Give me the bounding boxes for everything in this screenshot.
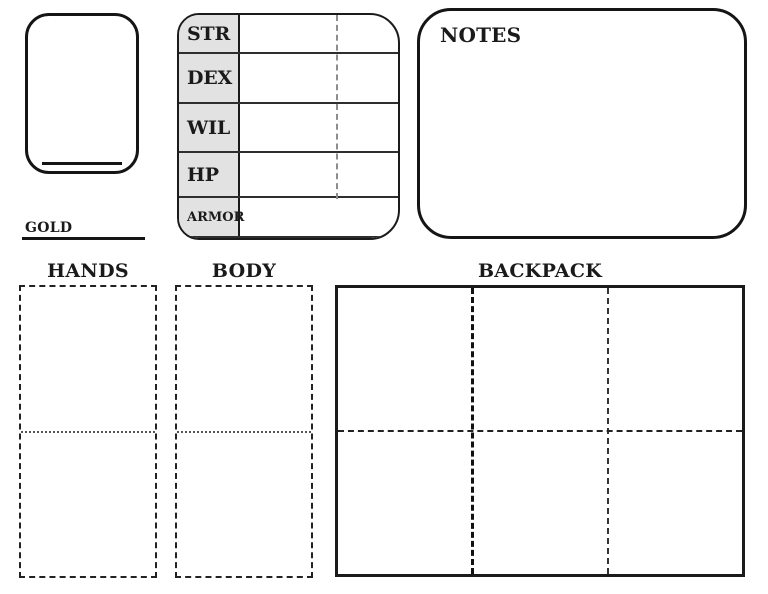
stat-label-hp: HP [179, 153, 240, 196]
gold-underline[interactable] [22, 237, 145, 240]
hands-title: HANDS [47, 260, 129, 282]
stat-label-armor: ARMOR [179, 198, 244, 236]
gold-label: GOLD [25, 220, 73, 236]
stat-row-dex: DEX [179, 54, 398, 104]
stat-label-wil: WIL [179, 104, 240, 151]
notes-box[interactable]: NOTES [417, 8, 747, 239]
stat-row-armor: ARMOR [179, 198, 398, 238]
stat-value-str[interactable] [240, 15, 398, 52]
stat-value-wil[interactable] [240, 104, 398, 151]
stat-value-dex[interactable] [240, 54, 398, 102]
backpack-slot-6[interactable] [608, 431, 742, 574]
body-slot-box [175, 285, 313, 578]
backpack-title: BACKPACK [477, 260, 603, 282]
stat-row-hp: HP [179, 153, 398, 198]
stat-value-armor[interactable] [240, 198, 398, 236]
portrait-box[interactable] [25, 13, 139, 174]
hands-slot-box [19, 285, 157, 578]
stat-row-wil: WIL [179, 104, 398, 153]
name-line [42, 162, 122, 165]
hands-slot-1[interactable] [21, 287, 155, 431]
body-slot-1[interactable] [177, 287, 311, 431]
stat-row-str: STR [179, 15, 398, 54]
stats-table: STR DEX WIL HP ARMOR [177, 13, 400, 240]
backpack-box [335, 285, 745, 577]
notes-title: NOTES [440, 23, 522, 47]
backpack-slot-2[interactable] [473, 288, 608, 431]
stat-label-dex: DEX [179, 54, 240, 102]
hands-slot-2[interactable] [21, 431, 155, 576]
backpack-slot-3[interactable] [608, 288, 742, 431]
backpack-slot-5[interactable] [473, 431, 608, 574]
stat-value-hp[interactable] [240, 153, 398, 196]
backpack-grid [338, 288, 742, 574]
backpack-slot-1[interactable] [338, 288, 473, 431]
stat-label-str: STR [179, 15, 240, 52]
body-slot-2[interactable] [177, 431, 311, 576]
body-title: BODY [211, 260, 277, 282]
backpack-slot-4[interactable] [338, 431, 473, 574]
